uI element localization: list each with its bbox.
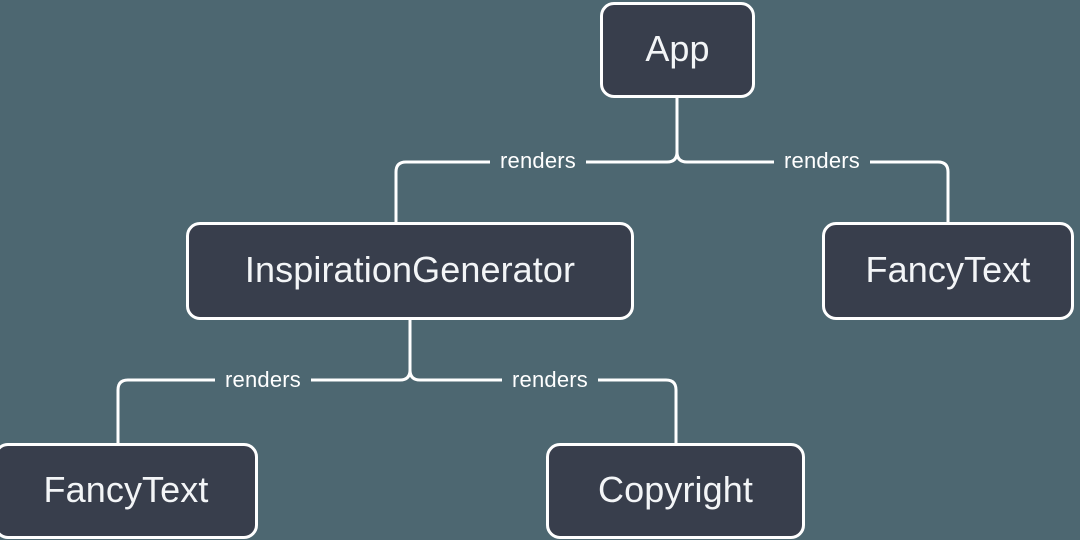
node-inspiration-generator[interactable]: InspirationGenerator: [186, 222, 634, 320]
node-app[interactable]: App: [600, 2, 755, 98]
node-app-label: App: [645, 28, 710, 69]
edge-label-inspiration-to-copyright: renders: [502, 369, 598, 391]
edge-label-app-to-fancytext: renders: [774, 150, 870, 172]
node-copyright-label: Copyright: [598, 469, 753, 510]
node-copyright[interactable]: Copyright: [546, 443, 805, 539]
edge-label-inspiration-to-fancytext: renders: [215, 369, 311, 391]
node-fancytext-right[interactable]: FancyText: [822, 222, 1074, 320]
connector-app-to-fancytext-right: [675, 151, 950, 222]
node-fancytext-right-label: FancyText: [865, 249, 1031, 290]
node-inspiration-generator-label: InspirationGenerator: [244, 249, 576, 290]
node-fancytext-left-label: FancyText: [43, 469, 209, 510]
connector-inspiration-to-copyright: [408, 369, 678, 443]
node-fancytext-left[interactable]: FancyText: [0, 443, 258, 539]
edge-label-app-to-inspiration: renders: [490, 150, 586, 172]
